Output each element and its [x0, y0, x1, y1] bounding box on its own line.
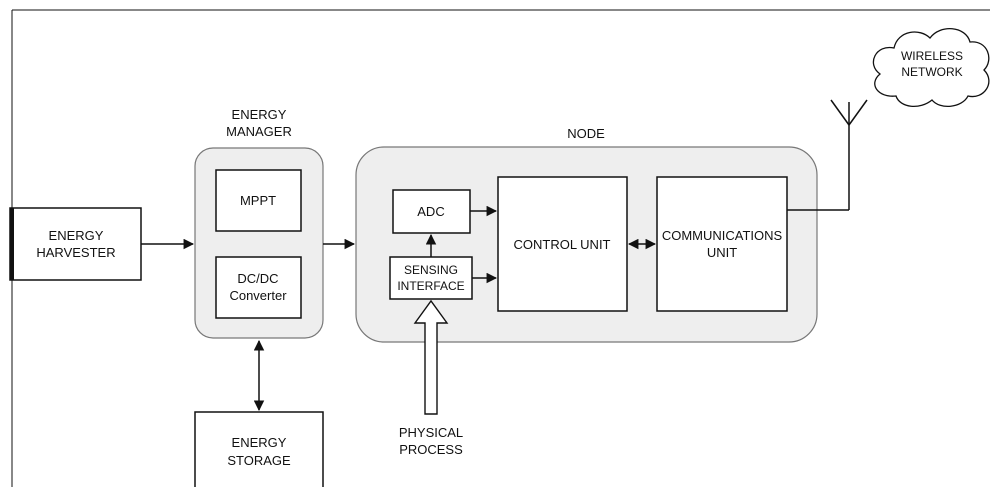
wireless-network-cloud: WIRELESS NETWORK — [872, 28, 990, 107]
energy-manager-title-line1: ENERGY — [232, 107, 287, 122]
mppt-label: MPPT — [240, 193, 276, 208]
communications-unit-label-line2: UNIT — [707, 245, 737, 260]
sensing-interface-label-line1: SENSING — [404, 263, 458, 277]
energy-storage-label-line2: STORAGE — [227, 453, 291, 468]
dcdc-converter-block: DC/DC Converter — [215, 256, 302, 319]
adc-label: ADC — [417, 204, 444, 219]
energy-harvester-label-line2: HARVESTER — [36, 245, 115, 260]
energy-harvester-label-line1: ENERGY — [49, 228, 104, 243]
adc-block: ADC — [392, 189, 471, 234]
energy-storage-label-line1: ENERGY — [232, 435, 287, 450]
energy-manager-title-line2: MANAGER — [226, 124, 292, 139]
wireless-network-label-line1: WIRELESS — [901, 49, 963, 63]
physical-process-label-line2: PROCESS — [399, 442, 463, 457]
physical-process-label-line1: PHYSICAL — [399, 425, 463, 440]
control-unit-block: CONTROL UNIT — [497, 176, 628, 312]
energy-harvester-block: ENERGY HARVESTER — [9, 207, 142, 281]
physical-process-hollow-arrow — [413, 299, 449, 415]
dcdc-label-line2: Converter — [229, 288, 287, 303]
communications-unit-block: COMMUNICATIONS UNIT — [656, 176, 788, 312]
sensing-interface-label-line2: INTERFACE — [397, 279, 464, 293]
node-title: NODE — [567, 126, 605, 141]
energy-storage-block: ENERGY STORAGE — [194, 411, 324, 487]
sensing-interface-block: SENSING INTERFACE — [389, 256, 473, 300]
mppt-block: MPPT — [215, 169, 302, 232]
dcdc-label-line1: DC/DC — [237, 271, 278, 286]
communications-unit-label-line1: COMMUNICATIONS — [662, 228, 783, 243]
wireless-network-label-line2: NETWORK — [901, 65, 962, 79]
antenna-icon — [830, 99, 868, 210]
control-unit-label: CONTROL UNIT — [513, 237, 610, 252]
